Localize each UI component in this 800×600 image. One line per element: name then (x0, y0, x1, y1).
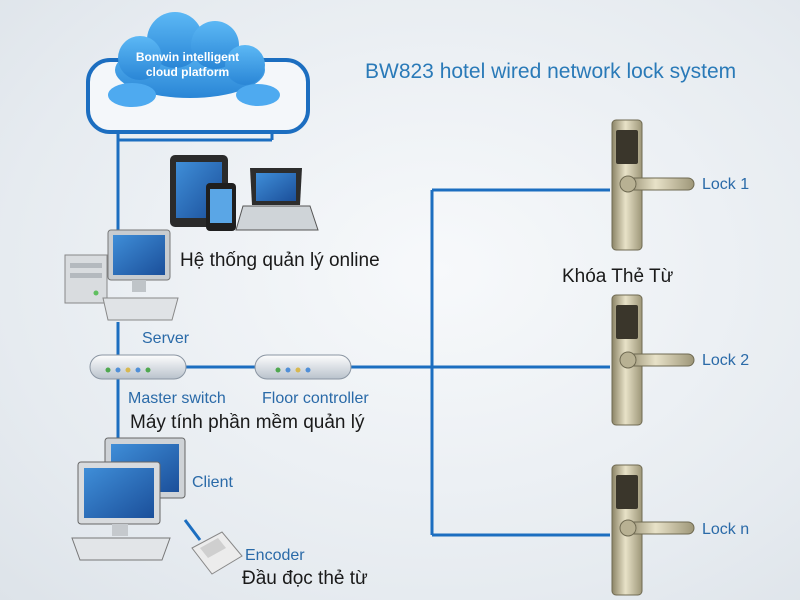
cloud-icon (108, 12, 280, 107)
card-lock-label: Khóa Thẻ Từ (562, 266, 674, 287)
floor-controller-icon (254, 354, 352, 380)
encoder-label: Encoder (245, 547, 305, 564)
lock-1-label: Lock 1 (702, 176, 750, 193)
floor-controller-label: Floor controller (262, 390, 369, 407)
lock-2-label: Lock 2 (702, 352, 750, 369)
software-pc-label: Máy tính phần mềm quản lý (130, 412, 365, 433)
master-switch-icon (89, 354, 187, 380)
cloud-platform-line2: cloud platform (145, 65, 230, 79)
cloud-platform-line1: Bonwin intelligent (135, 50, 240, 64)
cloud-platform-label: Bonwin intelligent cloud platform (120, 50, 255, 80)
diagram-title: BW823 hotel wired network lock system (365, 60, 737, 83)
lock-n-label: Lock n (702, 521, 750, 538)
encoder-icon (191, 531, 243, 575)
client-label: Client (192, 474, 233, 491)
lock-1-icon (611, 119, 695, 251)
server-icon (64, 229, 179, 321)
card-reader-label: Đầu đọc thẻ từ (242, 568, 368, 589)
mobile-devices-icon (170, 155, 319, 231)
master-switch-label: Master switch (128, 390, 226, 407)
lock-2-icon (611, 294, 695, 426)
server-label: Server (142, 330, 190, 347)
client-computers-icon (71, 437, 186, 561)
online-system-label: Hệ thống quản lý online (180, 250, 380, 271)
lock-n-icon (611, 464, 695, 596)
